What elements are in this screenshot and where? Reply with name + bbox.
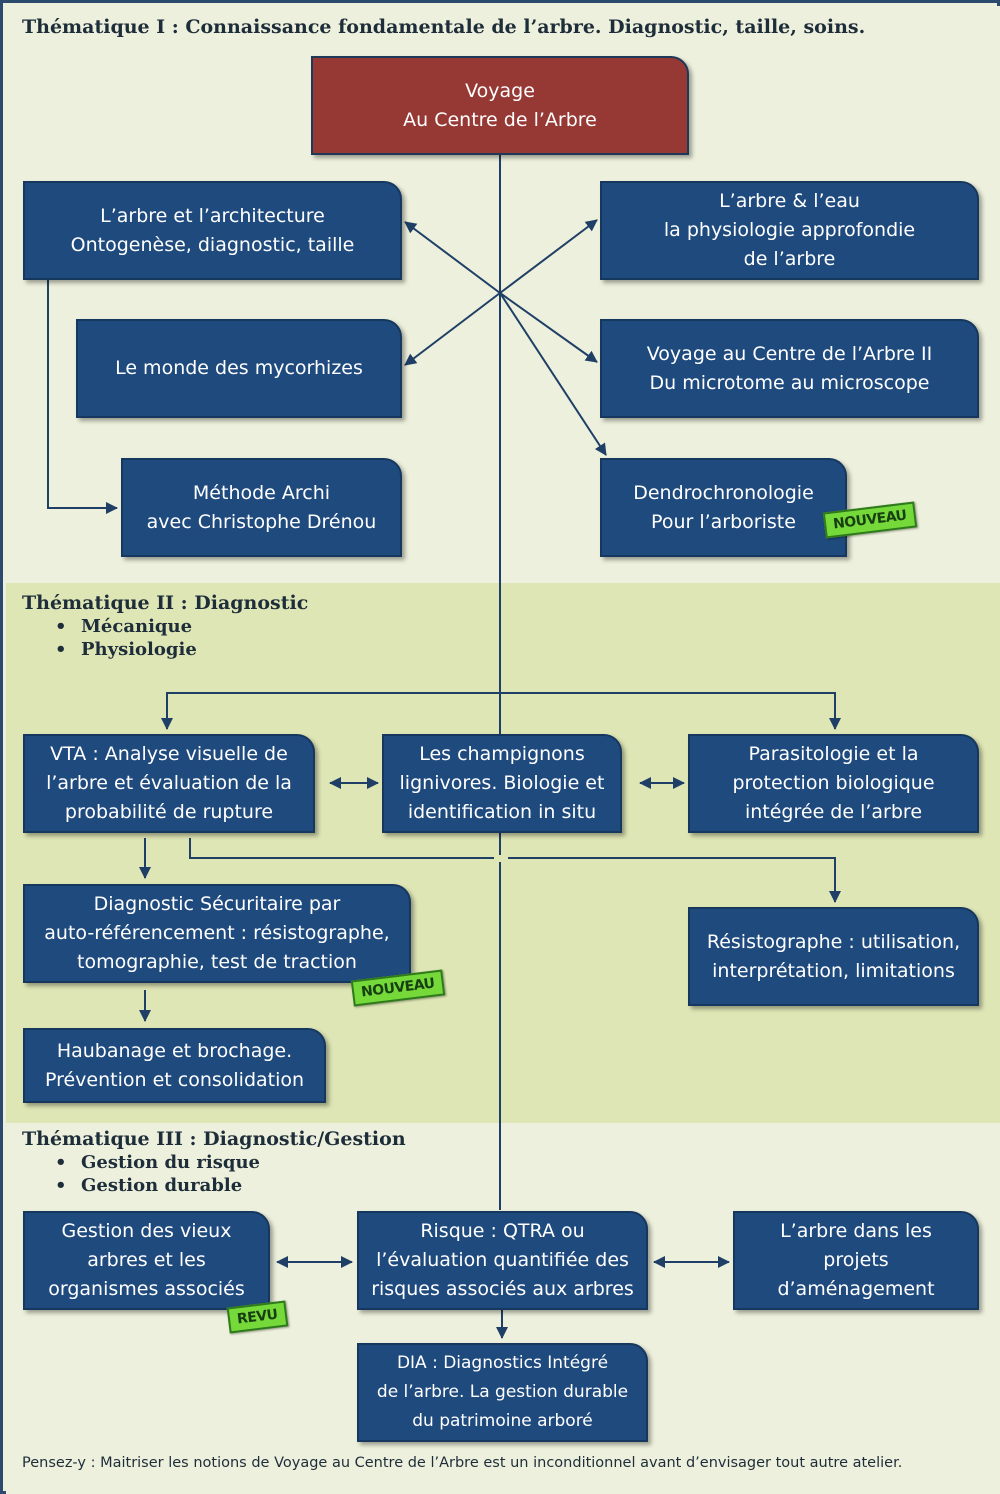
arrow-to-architecture [404, 221, 501, 294]
arrow-vta-to-resistographe [189, 838, 494, 859]
section-3-heading: Thématique III : Diagnostic/Gestion [22, 1128, 406, 1150]
arrow-architecture-to-archi [47, 280, 118, 514]
arrow-split-to-vta [161, 692, 500, 730]
node-dendrochronologie[interactable]: Dendrochronologie Pour l’arboriste [600, 458, 847, 557]
node-haubanage[interactable]: Haubanage et brochage. Prévention et con… [23, 1028, 326, 1103]
arrow-split-to-parasitologie [500, 692, 841, 730]
arrow-to-dendro [499, 292, 607, 456]
arrow-vta-to-resistographe-2 [508, 857, 841, 903]
node-champignons[interactable]: Les champignons lignivores. Biologie et … [382, 734, 622, 833]
section-2-bullets: Mécanique Physiologie [55, 615, 197, 661]
node-qtra[interactable]: Risque : QTRA ou l’évaluation quantifiée… [357, 1211, 648, 1310]
node-voyage2[interactable]: Voyage au Centre de l’Arbre II Du microt… [600, 319, 979, 418]
arrow-to-mycorhizes [404, 292, 501, 366]
section-2-heading: Thématique II : Diagnostic [22, 592, 309, 614]
node-parasitologie[interactable]: Parasitologie et la protection biologiqu… [688, 734, 979, 833]
node-vta[interactable]: VTA : Analyse visuelle de l’arbre et éva… [23, 734, 315, 833]
node-root-voyage[interactable]: Voyage Au Centre de l’Arbre [311, 56, 689, 155]
node-vieux-arbres[interactable]: Gestion des vieux arbres et les organism… [23, 1211, 270, 1310]
node-amenagement[interactable]: L’arbre dans les projets d’aménagement [733, 1211, 979, 1310]
bullet-item: Mécanique [55, 615, 197, 638]
node-mycorhizes[interactable]: Le monde des mycorhizes [76, 319, 402, 418]
node-resistographe[interactable]: Résistographe : utilisation, interprétat… [688, 907, 979, 1006]
node-eau[interactable]: L’arbre & l’eau la physiologie approfond… [600, 181, 979, 280]
section-1-heading: Thématique I : Connaissance fondamentale… [22, 16, 866, 38]
bullet-item: Gestion durable [55, 1174, 260, 1197]
arrow-to-eau [499, 219, 598, 294]
section-3-bullets: Gestion du risque Gestion durable [55, 1151, 260, 1197]
node-methode-archi[interactable]: Méthode Archi avec Christophe Drénou [121, 458, 402, 557]
node-architecture[interactable]: L’arbre et l’architecture Ontogenèse, di… [23, 181, 402, 280]
bullet-item: Physiologie [55, 638, 197, 661]
footer-note: Pensez-y : Maitriser les notions de Voya… [22, 1455, 903, 1471]
node-dia[interactable]: DIA : Diagnostics Intégré de l’arbre. La… [357, 1343, 648, 1442]
bullet-item: Gestion du risque [55, 1151, 260, 1174]
arrow-to-voyage2 [499, 292, 598, 363]
node-diagnostic-securitaire[interactable]: Diagnostic Sécuritaire par auto-référenc… [23, 884, 411, 983]
